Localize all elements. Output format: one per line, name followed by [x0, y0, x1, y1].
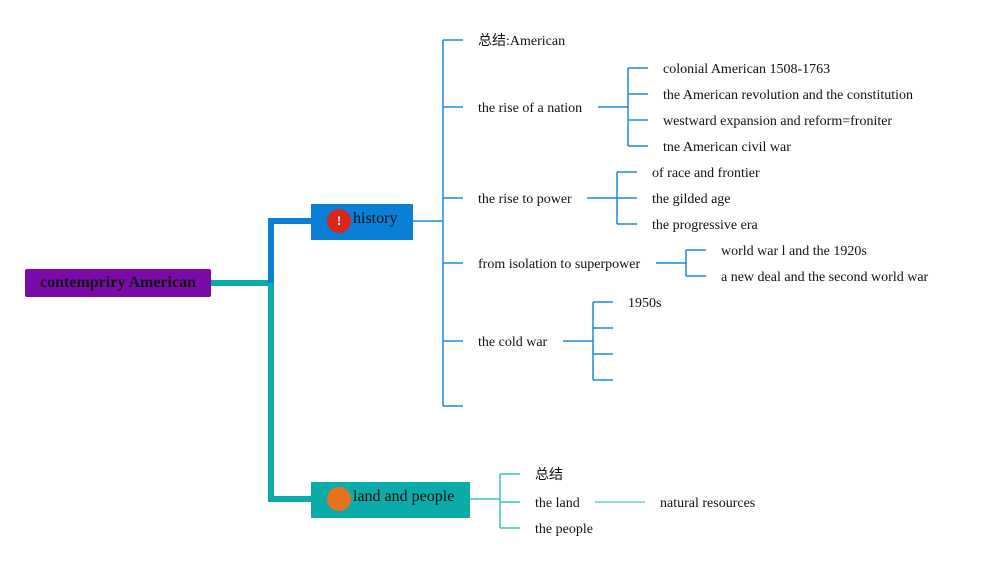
connector-rise-power [587, 171, 637, 225]
connector-cold-war [563, 301, 613, 381]
root-label: contempriry American [40, 274, 196, 291]
cold-war-item[interactable]: 1950s [628, 296, 662, 311]
the-land-node[interactable]: the land [535, 496, 580, 511]
history-summary[interactable]: 总结:American [478, 34, 566, 49]
land-label: land and people [353, 488, 455, 505]
rise-power-node[interactable]: the rise to power [478, 192, 572, 207]
rise-nation-item[interactable]: tne American civil war [663, 140, 791, 155]
number-badge-icon [327, 487, 351, 511]
isolation-item[interactable]: a new deal and the second world war [721, 270, 929, 285]
connector-isolation [656, 249, 706, 277]
isolation-node[interactable]: from isolation to superpower [478, 257, 641, 272]
rise-power-item[interactable]: the gilded age [652, 192, 731, 207]
isolation-item[interactable]: world war l and the 1920s [721, 244, 867, 259]
history-label: history [353, 210, 398, 227]
exclamation-icon: ! [327, 209, 351, 233]
rise-power-item[interactable]: the progressive era [652, 218, 758, 233]
rise-nation-item[interactable]: westward expansion and reform=froniter [663, 114, 893, 129]
rise-nation-node[interactable]: the rise of a nation [478, 101, 583, 116]
connector-root-land [268, 283, 311, 502]
the-land-item[interactable]: natural resources [660, 496, 756, 511]
rise-power-item[interactable]: of race and frontier [652, 166, 760, 181]
history-node[interactable]: ! history [311, 204, 413, 240]
connector-land-bracket [470, 473, 520, 529]
root-node[interactable]: contempriry American [25, 269, 211, 297]
land-summary[interactable]: 总结 [535, 468, 563, 483]
rise-nation-item[interactable]: colonial American 1508-1763 [663, 62, 831, 77]
connector-rise-nation [598, 67, 648, 147]
the-people-node[interactable]: the people [535, 522, 593, 537]
cold-war-node[interactable]: the cold war [478, 335, 548, 350]
land-node[interactable]: land and people [311, 482, 470, 518]
connector-root-history [268, 218, 311, 283]
connector-history-bracket [413, 39, 463, 407]
rise-nation-item[interactable]: the American revolution and the constitu… [663, 88, 913, 103]
